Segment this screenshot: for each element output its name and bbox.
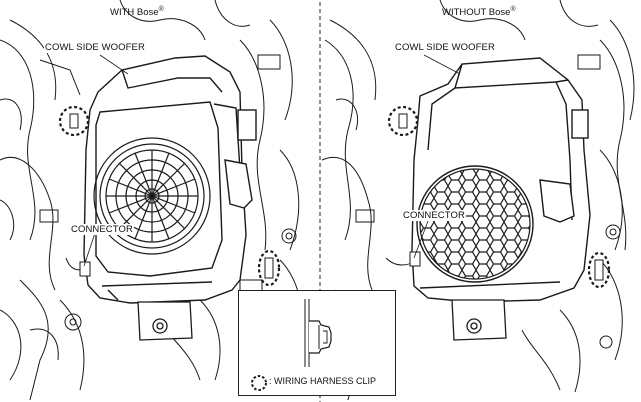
legend-clip-detail bbox=[251, 299, 332, 391]
left-panel-header: WITH Bose® bbox=[110, 4, 164, 18]
right-harness-clip-1 bbox=[387, 105, 419, 137]
left-header-text: WITH Bose bbox=[110, 7, 159, 19]
legend-box: : WIRING HARNESS CLIP bbox=[238, 290, 396, 396]
right-connector-wire bbox=[385, 251, 421, 267]
left-harness-clip-1 bbox=[58, 105, 90, 137]
right-connector-label: CONNECTOR bbox=[402, 210, 466, 221]
right-panel-header: WITHOUT Bose® bbox=[442, 4, 516, 18]
left-harness-clip-2 bbox=[257, 249, 281, 287]
left-leader-lines bbox=[83, 54, 129, 267]
right-leader-lines bbox=[413, 54, 461, 259]
right-harness-clip-2 bbox=[587, 251, 611, 289]
left-header-mark: ® bbox=[158, 6, 164, 13]
right-header-mark: ® bbox=[510, 6, 516, 13]
left-woofer-label: COWL SIDE WOOFER bbox=[44, 42, 146, 53]
left-woofer-grille bbox=[93, 137, 211, 255]
right-woofer-label: COWL SIDE WOOFER bbox=[394, 42, 496, 53]
right-woofer-grille bbox=[416, 165, 534, 283]
right-mount-bracket bbox=[451, 299, 507, 341]
left-woofer-housing bbox=[83, 55, 257, 304]
left-mount-bracket bbox=[137, 301, 193, 341]
legend-text: : WIRING HARNESS CLIP bbox=[269, 376, 377, 386]
left-connector-label: CONNECTOR bbox=[70, 224, 134, 235]
right-header-text: WITHOUT Bose bbox=[442, 7, 511, 19]
